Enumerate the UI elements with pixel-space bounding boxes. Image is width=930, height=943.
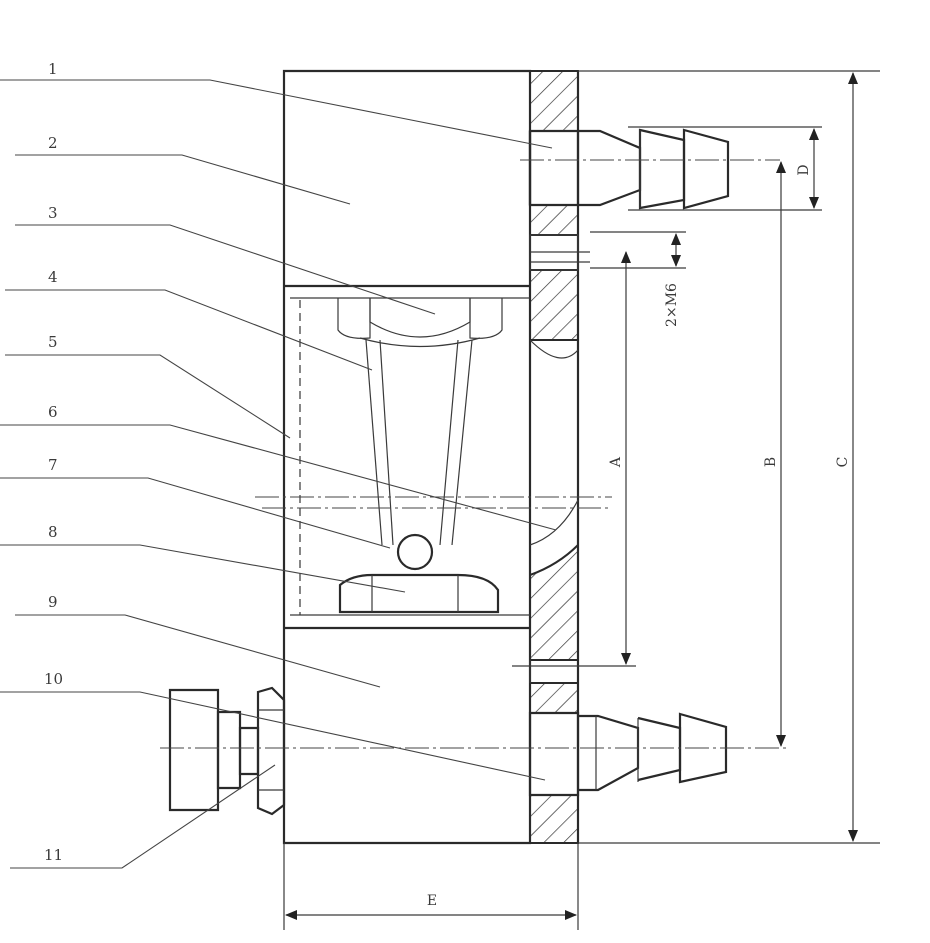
callout-8: 8 xyxy=(48,523,58,541)
top-hose-barb xyxy=(530,130,728,208)
dim-a-label: A xyxy=(608,456,624,468)
dim-c-label: C xyxy=(835,457,851,468)
callout-9: 9 xyxy=(48,593,58,611)
mounting-plate xyxy=(530,71,590,843)
leader-lines xyxy=(0,80,556,868)
callout-11: 11 xyxy=(44,846,63,864)
callout-4: 4 xyxy=(48,268,58,286)
callout-numbers: 1 2 3 4 5 6 7 8 9 10 11 xyxy=(44,60,63,864)
valve-knob xyxy=(170,688,284,814)
callout-5: 5 xyxy=(48,333,58,351)
dim-e-label: E xyxy=(427,893,437,909)
callout-2: 2 xyxy=(48,134,58,152)
callout-1: 1 xyxy=(48,60,58,78)
center-lines xyxy=(160,160,790,748)
callout-7: 7 xyxy=(48,456,58,474)
dimension-lines xyxy=(284,71,880,930)
callout-3: 3 xyxy=(48,204,58,222)
dim-d-label: D xyxy=(796,164,812,175)
sight-glass xyxy=(290,298,530,615)
dim-b-label: B xyxy=(763,457,779,467)
dim-thread-label: 2×M6 xyxy=(664,283,680,327)
callout-10: 10 xyxy=(44,670,63,688)
callout-6: 6 xyxy=(48,403,58,421)
dimension-labels: A B C D 2×M6 E xyxy=(427,164,851,909)
body-outline xyxy=(284,71,530,843)
bottom-hose-barb xyxy=(530,713,726,795)
